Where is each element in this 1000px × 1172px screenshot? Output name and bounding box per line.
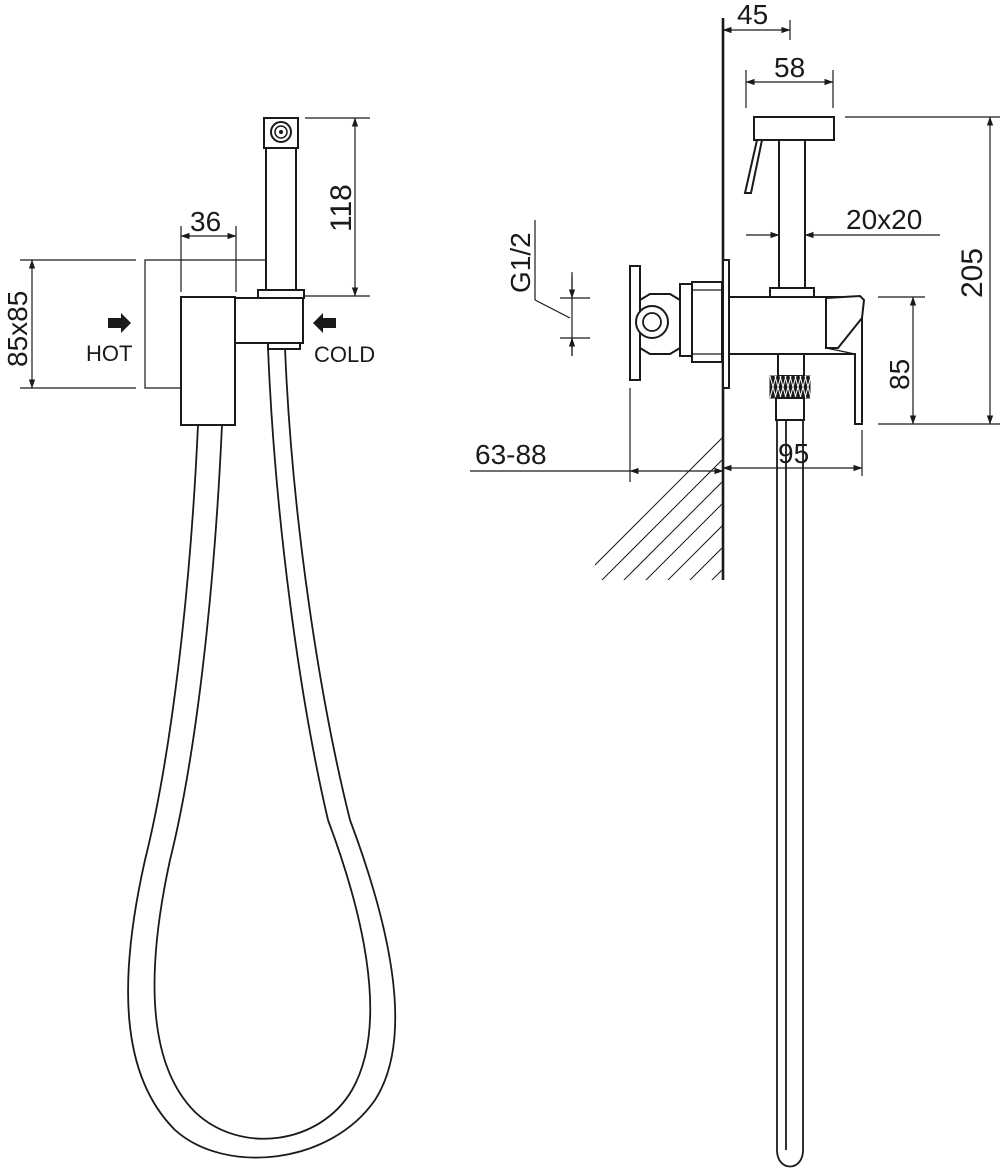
dim-95: 95 — [778, 438, 809, 469]
dim-63-88: 63-88 — [475, 439, 547, 470]
knurl-line — [769, 375, 777, 399]
hatch-line — [912, 40, 1000, 600]
hatch-line — [890, 40, 1000, 600]
valve-nut-1 — [679, 283, 693, 357]
knurl-line — [774, 375, 782, 399]
hose-ferrule — [775, 397, 805, 421]
side-hose-outer — [776, 420, 804, 1168]
knurl-line — [789, 375, 797, 399]
holder-base — [769, 287, 815, 298]
dim-g12: G1/2 — [505, 232, 536, 293]
cold-arrow-icon — [313, 313, 336, 333]
nozzle-hole — [279, 130, 283, 134]
hose-swivel — [777, 353, 805, 377]
valve-ring-inner — [642, 312, 662, 332]
hatch-line — [595, 436, 723, 566]
dim-205: 205 — [956, 248, 989, 298]
knurl-line — [784, 375, 792, 399]
hatch-line — [956, 40, 1000, 600]
hot-arrow-icon — [108, 313, 131, 333]
wall-hatching — [595, 40, 1000, 600]
holder-tube — [778, 139, 806, 289]
hatch-line — [978, 40, 1000, 600]
sprayer-stem — [265, 147, 297, 291]
wall-plate-outline — [144, 259, 268, 389]
dim-58: 58 — [774, 52, 805, 83]
hose-inner — [153, 347, 372, 1140]
knurl-line — [799, 375, 807, 399]
mixer-body — [180, 296, 236, 426]
dim-85: 85 — [884, 359, 915, 390]
outlet-connector — [234, 297, 304, 344]
hatch-line — [623, 480, 723, 580]
holder-collar — [257, 289, 305, 299]
hatch-line — [868, 40, 1000, 600]
holder-head — [753, 116, 835, 141]
hot-label: HOT — [86, 341, 132, 366]
hatch-line — [846, 40, 1000, 600]
hatch-line — [601, 458, 723, 580]
hose-nut — [267, 342, 301, 350]
dim-36: 36 — [190, 206, 221, 237]
dim-45: 45 — [737, 0, 768, 30]
hose-outer — [127, 347, 397, 1159]
knurl-pattern — [769, 375, 817, 399]
knurl-line — [809, 375, 817, 399]
knurl-line — [804, 375, 812, 399]
knurl-line — [794, 375, 802, 399]
front-view: HOT COLD 36 118 85x85 — [2, 117, 397, 1159]
dim-85x85: 85x85 — [2, 291, 33, 367]
knurl-line — [779, 375, 787, 399]
dim-118: 118 — [325, 184, 358, 232]
side-view: G1/2 45 58 — [470, 0, 1000, 1168]
valve-nut-2 — [691, 281, 723, 363]
cold-label: COLD — [314, 342, 375, 367]
sprayer-trigger — [743, 139, 764, 194]
dim-20x20: 20x20 — [846, 204, 922, 235]
hatch-line — [645, 502, 723, 580]
